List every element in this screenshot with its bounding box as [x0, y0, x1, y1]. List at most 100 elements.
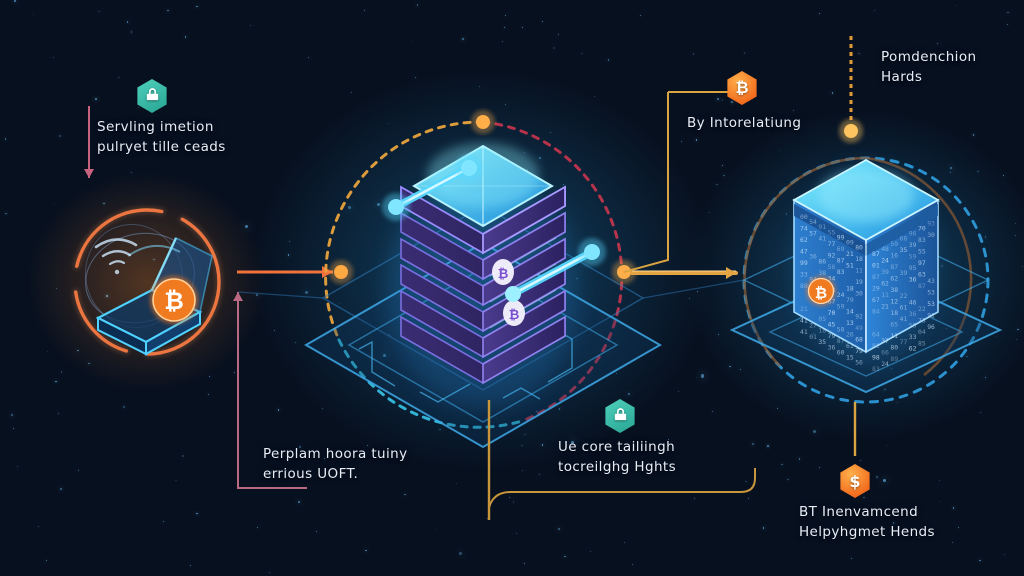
slab-coin-badge: ₿	[492, 259, 514, 285]
svg-text:₿: ₿	[164, 287, 184, 315]
svg-text:68: 68	[900, 235, 908, 243]
svg-text:55: 55	[918, 248, 926, 256]
svg-text:62: 62	[909, 345, 917, 353]
bitcoin-glyph: ₿	[735, 78, 749, 97]
svg-text:24: 24	[881, 256, 889, 264]
svg-text:96: 96	[927, 323, 935, 331]
svg-text:36: 36	[809, 253, 817, 261]
wifi-arc-icon	[94, 238, 138, 275]
svg-text:41: 41	[900, 315, 908, 323]
svg-text:11: 11	[855, 267, 863, 275]
svg-text:83: 83	[872, 365, 880, 373]
svg-text:56: 56	[828, 263, 836, 271]
svg-text:87: 87	[872, 273, 880, 281]
wallet-node[interactable]: ₿	[71, 206, 223, 358]
ledger-tower-node[interactable]: 0054915599098074574177692118629287511147…	[729, 156, 1003, 404]
dollar-hex-icon: $	[840, 464, 870, 498]
svg-text:09: 09	[846, 239, 854, 247]
svg-text:27: 27	[809, 322, 817, 330]
svg-text:₿: ₿	[815, 284, 827, 302]
svg-text:18: 18	[890, 309, 898, 317]
svg-text:33: 33	[909, 333, 917, 341]
svg-text:22: 22	[918, 305, 926, 313]
svg-text:99: 99	[837, 233, 845, 241]
blockchain-stack-node[interactable]: ₿ ₿	[303, 110, 663, 449]
svg-text:41: 41	[818, 235, 826, 243]
svg-text:62: 62	[800, 236, 808, 244]
leader-top-right-dashed	[839, 36, 863, 143]
svg-text:88: 88	[800, 282, 808, 290]
svg-text:26: 26	[846, 331, 854, 339]
svg-text:87: 87	[837, 337, 845, 345]
svg-text:95: 95	[909, 264, 917, 272]
svg-text:36: 36	[909, 276, 917, 284]
bank-lock-icon	[614, 407, 626, 420]
svg-text:84: 84	[872, 308, 880, 316]
svg-text:38: 38	[890, 286, 898, 294]
svg-text:21: 21	[800, 305, 808, 313]
platform-guides	[237, 279, 745, 299]
svg-text:60: 60	[837, 348, 845, 356]
svg-text:77: 77	[828, 240, 836, 248]
svg-text:59: 59	[837, 302, 845, 310]
svg-text:70: 70	[918, 225, 926, 233]
svg-text:68: 68	[855, 336, 863, 344]
svg-text:58: 58	[837, 325, 845, 333]
svg-text:79: 79	[828, 332, 836, 340]
svg-text:55: 55	[909, 322, 917, 330]
svg-text:21: 21	[881, 302, 889, 310]
bank-lock-icon	[146, 87, 158, 100]
center-ring-crimson	[481, 120, 624, 423]
ledger-ring-amber	[743, 156, 867, 367]
svg-text:36: 36	[909, 310, 917, 318]
svg-text:54: 54	[809, 218, 817, 226]
svg-text:97: 97	[918, 259, 926, 267]
svg-text:34: 34	[828, 274, 836, 282]
label-top-center-right: By Intorelatiung	[687, 115, 802, 131]
svg-text:11: 11	[890, 332, 898, 340]
svg-text:79: 79	[846, 296, 854, 304]
svg-text:41: 41	[800, 317, 808, 325]
svg-text:87: 87	[872, 250, 880, 258]
svg-text:39: 39	[900, 269, 908, 277]
svg-text:53: 53	[927, 288, 935, 296]
svg-text:93: 93	[927, 219, 935, 227]
data-tower-icon: 0054915599098074574177692118629287511147…	[792, 158, 940, 373]
svg-text:59: 59	[890, 240, 898, 248]
label-top-left: Servling imetion pulryet tille ceads	[97, 119, 226, 155]
svg-text:33: 33	[800, 271, 808, 279]
svg-text:92: 92	[828, 251, 836, 259]
svg-text:43: 43	[927, 277, 935, 285]
svg-text:19: 19	[855, 278, 863, 286]
svg-text:65: 65	[890, 320, 898, 328]
svg-text:83: 83	[837, 268, 845, 276]
center-ring-cyan	[337, 338, 524, 429]
svg-text:48: 48	[881, 245, 889, 253]
svg-text:00: 00	[800, 213, 808, 221]
svg-text:21: 21	[846, 250, 854, 258]
svg-text:38: 38	[818, 269, 826, 277]
svg-text:15: 15	[846, 354, 854, 362]
svg-text:63: 63	[918, 271, 926, 279]
svg-text:86: 86	[818, 258, 826, 266]
svg-text:16: 16	[890, 251, 898, 259]
svg-text:81: 81	[872, 342, 880, 350]
svg-text:61: 61	[846, 342, 854, 350]
tower-bitcoin-badge: ₿	[806, 276, 836, 306]
bank-lock-hex-icon-2	[605, 399, 635, 433]
svg-text:01: 01	[872, 262, 880, 270]
svg-text:24: 24	[881, 360, 889, 368]
svg-text:89: 89	[890, 355, 898, 363]
svg-text:51: 51	[846, 262, 854, 270]
svg-text:₿: ₿	[509, 308, 520, 323]
svg-text:29: 29	[872, 285, 880, 293]
svg-text:87: 87	[918, 282, 926, 290]
svg-text:55: 55	[828, 228, 836, 236]
neon-link-rods	[382, 154, 606, 302]
svg-text:67: 67	[872, 296, 880, 304]
svg-text:47: 47	[800, 248, 808, 256]
svg-text:91: 91	[818, 223, 826, 231]
svg-text:22: 22	[900, 292, 908, 300]
svg-text:61: 61	[900, 304, 908, 312]
